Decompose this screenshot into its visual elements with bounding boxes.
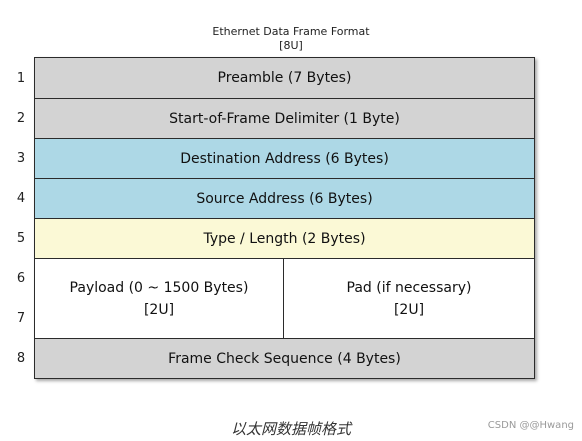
ethernet-frame-diagram: Preamble (7 Bytes) Start-of-Frame Delimi…: [34, 57, 535, 379]
pad-field: Pad (if necessary) [2U]: [284, 258, 534, 338]
row-number-3: 3: [16, 151, 26, 166]
fcs-label: Frame Check Sequence (4 Bytes): [168, 350, 401, 367]
row-number-1: 1: [16, 71, 26, 86]
destination-address-field: Destination Address (6 Bytes): [35, 138, 534, 178]
payload-units: [2U]: [143, 301, 175, 318]
row-number-5: 5: [16, 231, 26, 246]
sfd-label: Start-of-Frame Delimiter (1 Byte): [169, 110, 400, 127]
row-number-2: 2: [16, 111, 26, 126]
payload-label: Payload (0 ~ 1500 Bytes): [69, 279, 249, 296]
type-length-label: Type / Length (2 Bytes): [203, 230, 366, 247]
pad-units: [2U]: [393, 301, 425, 318]
pad-label: Pad (if necessary): [346, 279, 472, 296]
type-length-field: Type / Length (2 Bytes): [35, 218, 534, 258]
row-number-8: 8: [16, 351, 26, 366]
diagram-title-units: [8U]: [279, 39, 303, 52]
watermark: CSDN @@Hwang: [487, 420, 574, 431]
row-number-6: 6: [16, 271, 26, 286]
source-address-field: Source Address (6 Bytes): [35, 178, 534, 218]
fcs-field: Frame Check Sequence (4 Bytes): [35, 338, 534, 378]
source-address-label: Source Address (6 Bytes): [196, 190, 373, 207]
row-number-7: 7: [16, 311, 26, 326]
preamble-label: Preamble (7 Bytes): [217, 70, 352, 86]
preamble-field: Preamble (7 Bytes): [35, 58, 534, 98]
destination-address-label: Destination Address (6 Bytes): [180, 150, 389, 167]
diagram-title: Ethernet Data Frame Format: [212, 25, 370, 38]
figure-caption: 以太网数据帧格式: [230, 420, 351, 438]
payload-field: Payload (0 ~ 1500 Bytes) [2U]: [35, 258, 284, 338]
row-number-4: 4: [16, 191, 26, 206]
sfd-field: Start-of-Frame Delimiter (1 Byte): [35, 98, 534, 138]
